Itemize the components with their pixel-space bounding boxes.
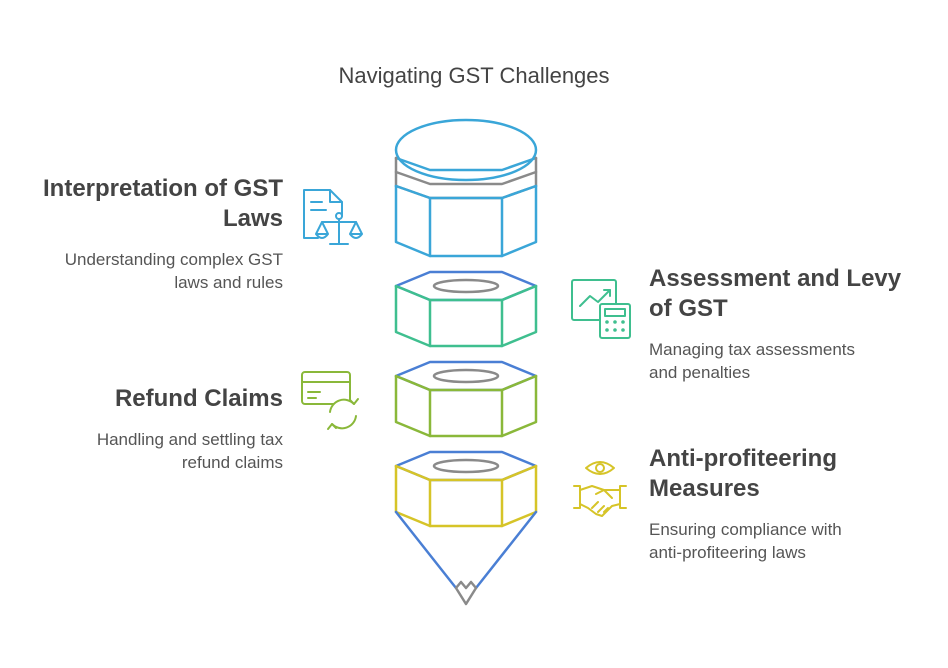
- desc-refund: Handling and settling tax refund claims: [96, 430, 283, 472]
- stack-segment-4: [394, 450, 538, 528]
- heading-assessment: Assessment and Levy of GST: [649, 265, 902, 322]
- card-refresh-icon: [301, 371, 359, 430]
- pencil-tip: [394, 510, 538, 606]
- stack-segment-2: [394, 270, 538, 348]
- heading-refund: Refund Claims: [114, 385, 283, 412]
- chart-calculator-icon: [571, 279, 631, 339]
- desc-assessment: Managing tax assessments and penalties: [649, 340, 855, 382]
- diagram-title: Navigating GST Challenges: [338, 63, 610, 88]
- heading-interpretation: Interpretation of GST Laws: [43, 175, 283, 232]
- heading-anti-profiteering: Anti-profiteering Measures: [649, 445, 837, 502]
- legal-document-scales-icon: [303, 189, 363, 245]
- stack-segment-1: [394, 118, 538, 258]
- stack-segment-3: [394, 360, 538, 438]
- desc-interpretation: Understanding complex GST laws and rules: [64, 250, 283, 292]
- desc-anti-profiteering: Ensuring compliance with anti-profiteeri…: [649, 520, 842, 562]
- eye-handshake-icon: [573, 461, 627, 517]
